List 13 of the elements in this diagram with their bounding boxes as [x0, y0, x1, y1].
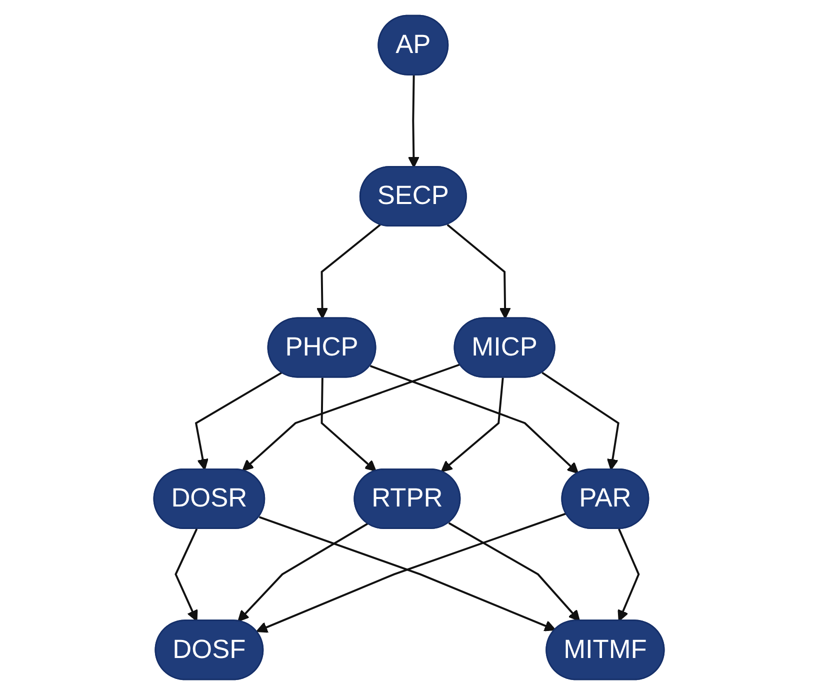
arrow [174, 528, 198, 622]
arrow [320, 378, 376, 472]
arrow [448, 522, 580, 622]
arrow [369, 365, 578, 474]
arrow [194, 372, 282, 470]
arrow [440, 378, 504, 472]
arrow [237, 522, 368, 622]
arrow [446, 224, 510, 320]
arrow [617, 528, 640, 622]
arrow [242, 364, 460, 472]
arrow [541, 372, 619, 470]
arrow [316, 224, 380, 320]
arrow [407, 75, 419, 168]
